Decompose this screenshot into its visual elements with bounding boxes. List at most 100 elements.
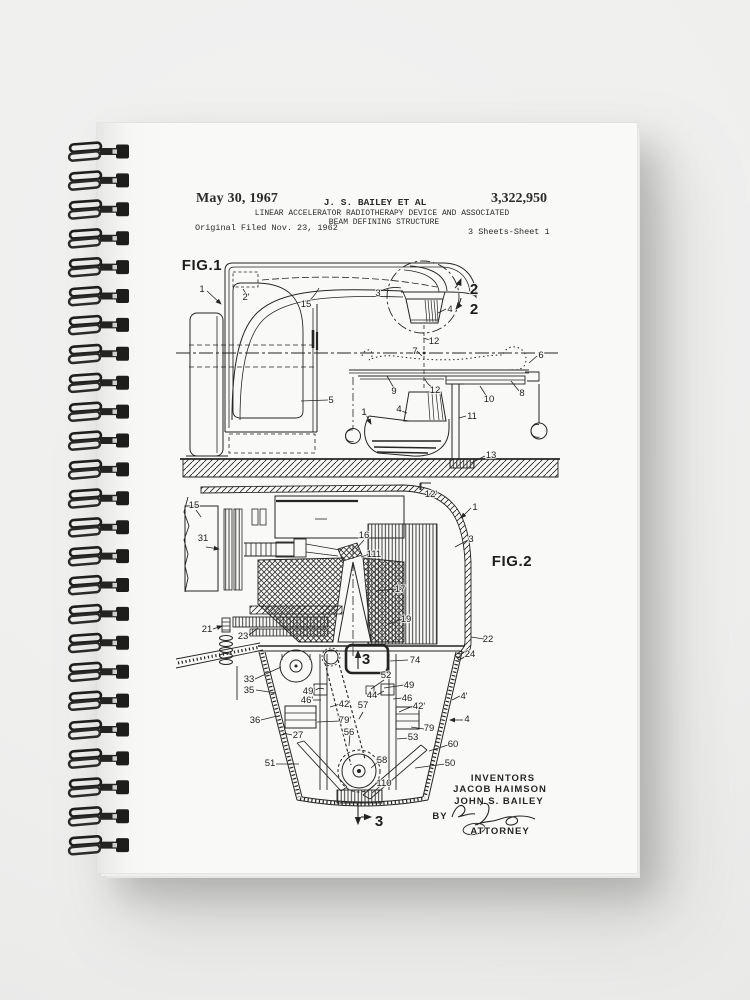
attorney-label: ATTORNEY: [470, 826, 529, 837]
inventor-name-1: JACOB HAIMSON: [453, 784, 547, 795]
binding-coil: [67, 574, 131, 596]
binding-coil: [67, 690, 131, 712]
fig1-drawing: [176, 260, 560, 490]
ref-numeral: 50: [445, 758, 456, 769]
ref-numeral: 46: [402, 693, 413, 704]
signature-block: INVENTORS JACOB HAIMSON JOHN S. BAILEY B…: [432, 772, 547, 838]
binding-coil: [67, 805, 131, 827]
ref-numeral: 2: [470, 281, 478, 298]
patent-title-line2: BEAM DEFINING STRUCTURE: [328, 218, 440, 227]
ref-numeral: 60: [448, 739, 459, 750]
ref-numeral: 21: [202, 624, 213, 635]
patent-title-line1: LINEAR ACCELERATOR RADIOTHERAPY DEVICE A…: [254, 209, 510, 218]
ref-numeral: 56: [344, 727, 355, 738]
binding-coil: [67, 834, 131, 856]
binding-coil: [67, 372, 131, 394]
ref-numeral: 5: [328, 395, 333, 406]
ref-numeral: 49': [303, 686, 316, 697]
figure-caption: FIG.1: [182, 257, 223, 274]
ref-numeral: 79': [339, 715, 352, 726]
binding-coil: [67, 285, 131, 307]
ref-numeral: 44: [367, 690, 378, 701]
binding-coil: [67, 343, 131, 365]
ref-numeral: 31: [198, 533, 209, 544]
ref-numeral: 4': [460, 691, 467, 702]
ref-numeral: 13: [486, 450, 497, 461]
ref-numeral: 58: [377, 755, 388, 766]
patent-sheet-line: 3 Sheets-Sheet 1: [468, 227, 550, 237]
figure-caption: FIG.2: [492, 553, 533, 570]
notebook-page: May 30, 1967 J. S. BAILEY ET AL 3,322,95…: [97, 123, 637, 873]
binding-coil: [67, 516, 131, 538]
ref-numeral: 15: [189, 500, 200, 511]
ref-numeral: 12': [425, 489, 438, 500]
ref-numeral: 110: [376, 778, 391, 789]
binding-coil: [67, 314, 131, 336]
binding-coil: [67, 661, 131, 683]
ref-numeral: 4: [396, 404, 401, 415]
binding-coil: [67, 430, 131, 452]
ref-numeral: 11: [467, 411, 477, 422]
ref-numeral: 1: [199, 284, 204, 295]
ref-numeral: 7: [412, 346, 417, 357]
ref-numeral: 23: [238, 631, 249, 642]
ref-numeral: 19: [401, 614, 412, 625]
ref-numeral: 16: [359, 530, 370, 541]
attorney-signature: [451, 802, 536, 826]
ref-numeral: 53: [408, 732, 419, 743]
ref-numeral: 4: [464, 714, 469, 725]
ref-numeral: 33: [244, 674, 255, 685]
binding-coil: [67, 198, 131, 221]
ref-numeral: 24: [465, 649, 476, 660]
binding-coil: [67, 748, 131, 770]
ref-numeral: 3: [362, 651, 370, 668]
ref-numeral: 2: [470, 301, 478, 318]
binding-coil: [67, 776, 131, 799]
patent-inventor-line: J. S. BAILEY ET AL: [323, 197, 427, 208]
binding-coil: [67, 545, 131, 567]
fig2-drawing: [175, 482, 485, 826]
ref-numeral: 6: [538, 350, 543, 361]
ref-numeral: 3: [375, 288, 380, 299]
ref-numeral: 1: [361, 407, 366, 418]
ref-numeral: 57: [358, 700, 369, 711]
ref-numeral: 12: [429, 336, 440, 347]
ref-numeral: 8: [519, 388, 524, 399]
ref-numeral: 12: [430, 385, 441, 396]
binding-coil: [67, 401, 131, 423]
ref-numeral: 3: [375, 813, 383, 830]
ref-numeral: 111: [367, 549, 381, 560]
patent-filed-line: Original Filed Nov. 23, 1962: [195, 223, 338, 233]
by-label: BY: [432, 811, 447, 822]
ref-numeral: 46': [301, 695, 314, 706]
ref-numeral: 2': [242, 292, 249, 303]
ref-numeral: 74: [410, 655, 421, 666]
ref-numeral: 3: [468, 534, 473, 545]
ref-numeral: 42: [339, 699, 350, 710]
ref-numeral: 22: [483, 634, 494, 645]
binding-coil: [67, 719, 131, 741]
ref-numeral: 36: [250, 715, 261, 726]
ref-numeral: 1: [472, 502, 477, 513]
ref-numeral: 9: [391, 386, 396, 397]
binding-coil: [67, 459, 131, 481]
ref-numeral: 49: [404, 680, 415, 691]
binding-coil: [67, 170, 131, 192]
ref-numeral: 52: [381, 670, 392, 681]
inventor-name-2: JOHN S. BAILEY: [454, 796, 544, 807]
binding-coil: [67, 603, 131, 625]
patent-date: May 30, 1967: [196, 191, 279, 206]
patent-drawing: INVENTORS JACOB HAIMSON JOHN S. BAILEY B…: [175, 256, 560, 838]
binding-coil: [67, 487, 131, 510]
binding-coil: [67, 227, 131, 249]
inventors-heading: INVENTORS: [471, 773, 535, 784]
binding-coil: [67, 141, 131, 163]
ref-numeral: 4: [447, 304, 452, 315]
ref-numeral: 79: [424, 723, 435, 734]
patent-number: 3,322,950: [491, 191, 547, 206]
ref-numeral: 27: [293, 730, 304, 741]
ref-numeral: 10: [484, 394, 495, 405]
